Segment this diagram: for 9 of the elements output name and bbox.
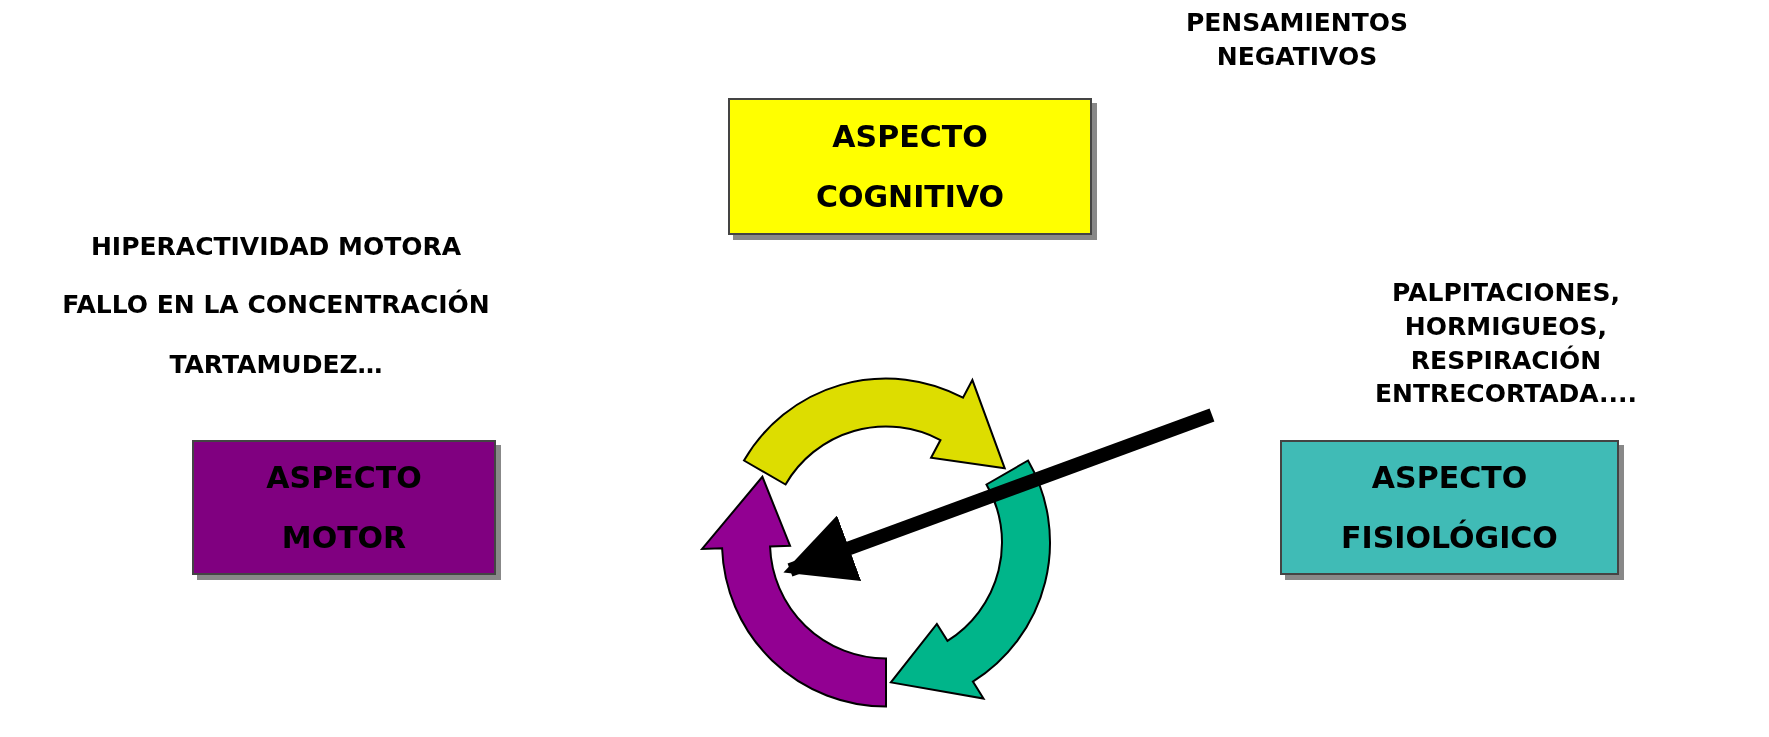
box-label: ASPECTO COGNITIVO — [814, 117, 1006, 216]
arrow — [783, 408, 1215, 582]
note-text: PALPITACIONES, HORMIGUEOS, RESPIRACIÓN ENTRECORTADA.... — [1373, 277, 1639, 411]
box-label: ASPECTO FISIOLÓGICO — [1340, 458, 1559, 557]
box-label: ASPECTO MOTOR — [265, 458, 423, 557]
note-text: TARTAMUDEZ… — [168, 349, 384, 381]
note-text: HIPERACTIVIDAD MOTORA — [89, 231, 463, 263]
note-text: PENSAMIENTOS NEGATIVOS — [1184, 7, 1410, 73]
note-text: FALLO EN LA CONCENTRACIÓN — [61, 288, 491, 321]
